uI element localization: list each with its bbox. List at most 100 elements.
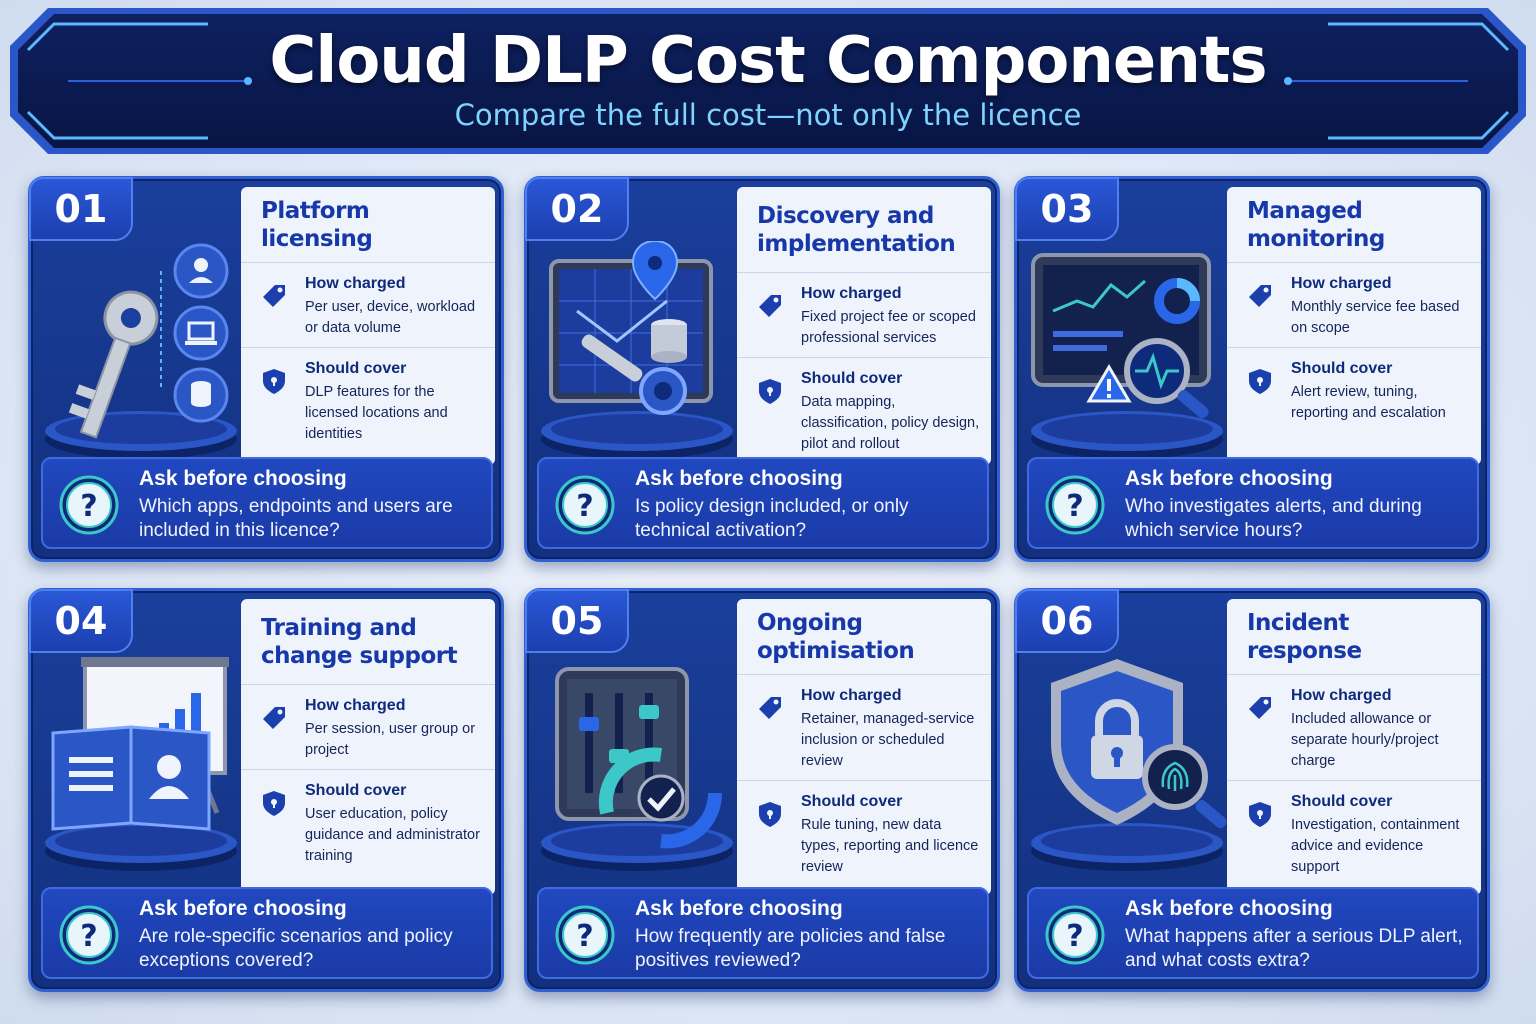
card-discovery-implementation: 02 Discovery and implementation How char… xyxy=(524,176,1000,562)
ask-question: Who investigates alerts, and during whic… xyxy=(1125,496,1422,541)
ask-box: Ask before choosing Is policy design inc… xyxy=(537,457,989,549)
header-banner: Cloud DLP Cost Components Compare the fu… xyxy=(8,6,1528,156)
card-number: 03 xyxy=(1015,177,1119,241)
should-cover-label: Should cover xyxy=(801,370,903,387)
card-number: 04 xyxy=(29,589,133,653)
price-tag-icon xyxy=(755,693,785,723)
ask-label: Ask before choosing xyxy=(139,897,347,920)
ask-box: Ask before choosing Are role-specific sc… xyxy=(41,887,493,979)
should-cover-text: Rule tuning, new data types, reporting a… xyxy=(801,817,979,875)
how-charged-section: How charged Per session, user group or p… xyxy=(241,685,495,770)
ask-question: Which apps, endpoints and users are incl… xyxy=(139,496,453,541)
shield-lock-icon xyxy=(1031,659,1227,871)
ask-question: How frequently are policies and false po… xyxy=(635,926,946,971)
should-cover-text: Data mapping, classification, policy des… xyxy=(801,394,980,452)
should-cover-label: Should cover xyxy=(305,782,407,799)
should-cover-section: Should cover Rule tuning, new data types… xyxy=(737,781,991,886)
how-charged-text: Included allowance or separate hourly/pr… xyxy=(1291,711,1439,769)
should-cover-text: Alert review, tuning, reporting and esca… xyxy=(1291,384,1446,421)
question-icon xyxy=(59,475,119,535)
how-charged-section: How charged Fixed project fee or scoped … xyxy=(737,273,991,358)
card-info-panel: Incident response How charged Included a… xyxy=(1227,599,1481,895)
price-tag-icon xyxy=(1245,281,1275,311)
shield-icon xyxy=(259,788,289,818)
card-number: 02 xyxy=(525,177,629,241)
card-info-panel: Ongoing optimisation How charged Retaine… xyxy=(737,599,991,895)
should-cover-label: Should cover xyxy=(1291,360,1393,377)
question-icon xyxy=(1045,905,1105,965)
card-number: 05 xyxy=(525,589,629,653)
card-title: Discovery and implementation xyxy=(737,187,991,273)
shield-icon xyxy=(259,366,289,396)
should-cover-section: Should cover User education, policy guid… xyxy=(241,770,495,875)
how-charged-label: How charged xyxy=(305,275,406,292)
ask-label: Ask before choosing xyxy=(1125,467,1333,490)
how-charged-section: How charged Included allowance or separa… xyxy=(1227,675,1481,781)
card-incident-response: 06 Incident response How charged Include… xyxy=(1014,588,1490,992)
card-title: Platform licensing xyxy=(241,187,495,263)
sliders-cycle-icon xyxy=(541,667,733,871)
banner-frame xyxy=(10,8,1526,154)
how-charged-text: Per session, user group or project xyxy=(305,721,476,758)
ask-question: Is policy design included, or only techn… xyxy=(635,496,909,541)
card-title: Training and change support xyxy=(241,599,495,685)
how-charged-section: How charged Monthly service fee based on… xyxy=(1227,263,1481,348)
how-charged-label: How charged xyxy=(801,687,902,704)
should-cover-text: Investigation, containment advice and ev… xyxy=(1291,817,1460,875)
ask-box: Ask before choosing What happens after a… xyxy=(1027,887,1479,979)
question-icon xyxy=(59,905,119,965)
ask-question: What happens after a serious DLP alert, … xyxy=(1125,926,1463,971)
price-tag-icon xyxy=(755,291,785,321)
ask-label: Ask before choosing xyxy=(139,467,347,490)
monitor-dashboard-icon xyxy=(1031,253,1223,459)
question-icon xyxy=(555,905,615,965)
price-tag-icon xyxy=(259,281,289,311)
card-info-panel: Training and change support How charged … xyxy=(241,599,495,895)
shield-icon xyxy=(1245,799,1275,829)
question-icon xyxy=(555,475,615,535)
how-charged-label: How charged xyxy=(801,285,902,302)
price-tag-icon xyxy=(1245,693,1275,723)
how-charged-section: How charged Retainer, managed-service in… xyxy=(737,675,991,781)
ask-label: Ask before choosing xyxy=(635,897,843,920)
shield-icon xyxy=(755,799,785,829)
card-title: Managed monitoring xyxy=(1227,187,1481,263)
ask-question: Are role-specific scenarios and policy e… xyxy=(139,926,453,971)
card-title: Incident response xyxy=(1227,599,1481,675)
how-charged-section: How charged Per user, device, workload o… xyxy=(241,263,495,348)
shield-icon xyxy=(1245,366,1275,396)
ask-box: Ask before choosing Which apps, endpoint… xyxy=(41,457,493,549)
card-platform-licensing: 01 Platform licensing How charged Per us… xyxy=(28,176,504,562)
card-info-panel: Discovery and implementation How charged… xyxy=(737,187,991,465)
how-charged-text: Per user, device, workload or data volum… xyxy=(305,299,476,336)
question-icon xyxy=(1045,475,1105,535)
card-ongoing-optimisation: 05 Ongoing optimisation How charged Reta… xyxy=(524,588,1000,992)
card-info-panel: Managed monitoring How charged Monthly s… xyxy=(1227,187,1481,465)
card-training-change-support: 04 Training and change support How charg… xyxy=(28,588,504,992)
should-cover-text: User education, policy guidance and admi… xyxy=(305,806,480,864)
training-book-icon xyxy=(45,657,237,871)
how-charged-label: How charged xyxy=(305,697,406,714)
should-cover-label: Should cover xyxy=(305,360,407,377)
should-cover-section: Should cover Investigation, containment … xyxy=(1227,781,1481,886)
how-charged-text: Monthly service fee based on scope xyxy=(1291,299,1460,336)
should-cover-label: Should cover xyxy=(1291,793,1393,810)
page-subtitle: Compare the full cost—not only the licen… xyxy=(454,98,1082,132)
how-charged-text: Fixed project fee or scoped professional… xyxy=(801,309,976,346)
card-number: 01 xyxy=(29,177,133,241)
should-cover-section: Should cover DLP features for the licens… xyxy=(241,348,495,453)
should-cover-section: Should cover Alert review, tuning, repor… xyxy=(1227,348,1481,432)
ask-label: Ask before choosing xyxy=(1125,897,1333,920)
how-charged-label: How charged xyxy=(1291,275,1392,292)
ask-box: Ask before choosing How frequently are p… xyxy=(537,887,989,979)
should-cover-text: DLP features for the licensed locations … xyxy=(305,384,448,442)
should-cover-label: Should cover xyxy=(801,793,903,810)
ask-label: Ask before choosing xyxy=(635,467,843,490)
ask-box: Ask before choosing Who investigates ale… xyxy=(1027,457,1479,549)
card-info-panel: Platform licensing How charged Per user,… xyxy=(241,187,495,465)
price-tag-icon xyxy=(259,703,289,733)
how-charged-label: How charged xyxy=(1291,687,1392,704)
blueprint-tools-icon xyxy=(541,241,733,459)
page-title: Cloud DLP Cost Components xyxy=(269,24,1267,98)
key-icon xyxy=(45,243,237,459)
